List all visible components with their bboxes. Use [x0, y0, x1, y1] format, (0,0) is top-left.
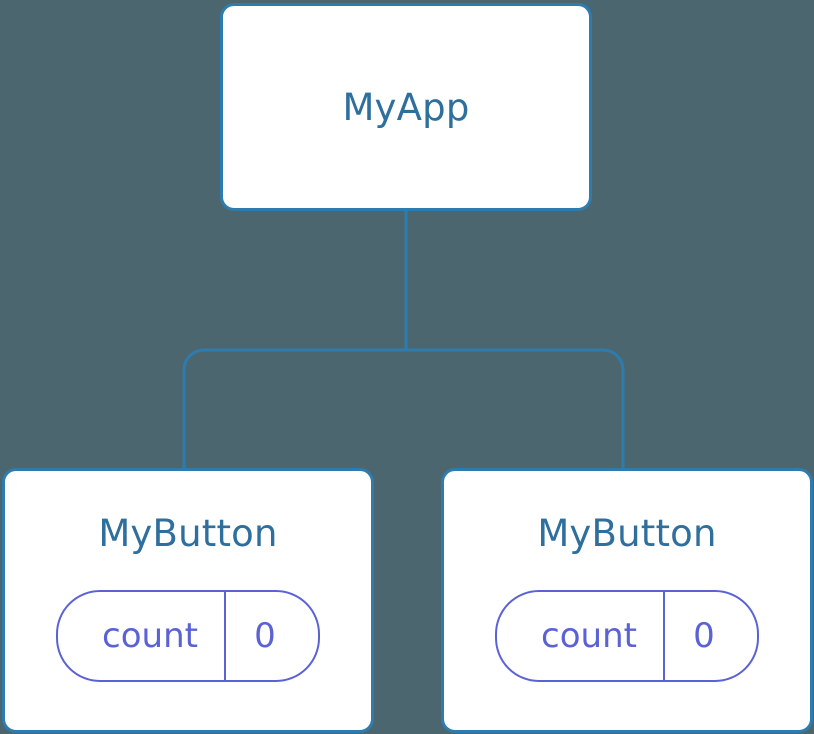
node-mybutton-2[interactable]: MyButton count 0 [441, 468, 813, 733]
node-myapp[interactable]: MyApp [220, 3, 592, 211]
state-pill-2-value: 0 [662, 592, 757, 680]
state-pill-1-value: 0 [223, 592, 318, 680]
state-pill-1-key: count [102, 616, 198, 656]
state-pill-1[interactable]: count 0 [56, 590, 320, 682]
connector-branch-right [406, 348, 625, 470]
connector-branch-left [182, 348, 406, 470]
node-mybutton-2-label: MyButton [537, 512, 717, 555]
node-mybutton-1-label: MyButton [98, 512, 278, 555]
node-mybutton-1[interactable]: MyButton count 0 [2, 468, 374, 733]
node-myapp-label: MyApp [342, 85, 470, 129]
state-pill-2-key: count [541, 616, 637, 656]
state-pill-2[interactable]: count 0 [495, 590, 759, 682]
